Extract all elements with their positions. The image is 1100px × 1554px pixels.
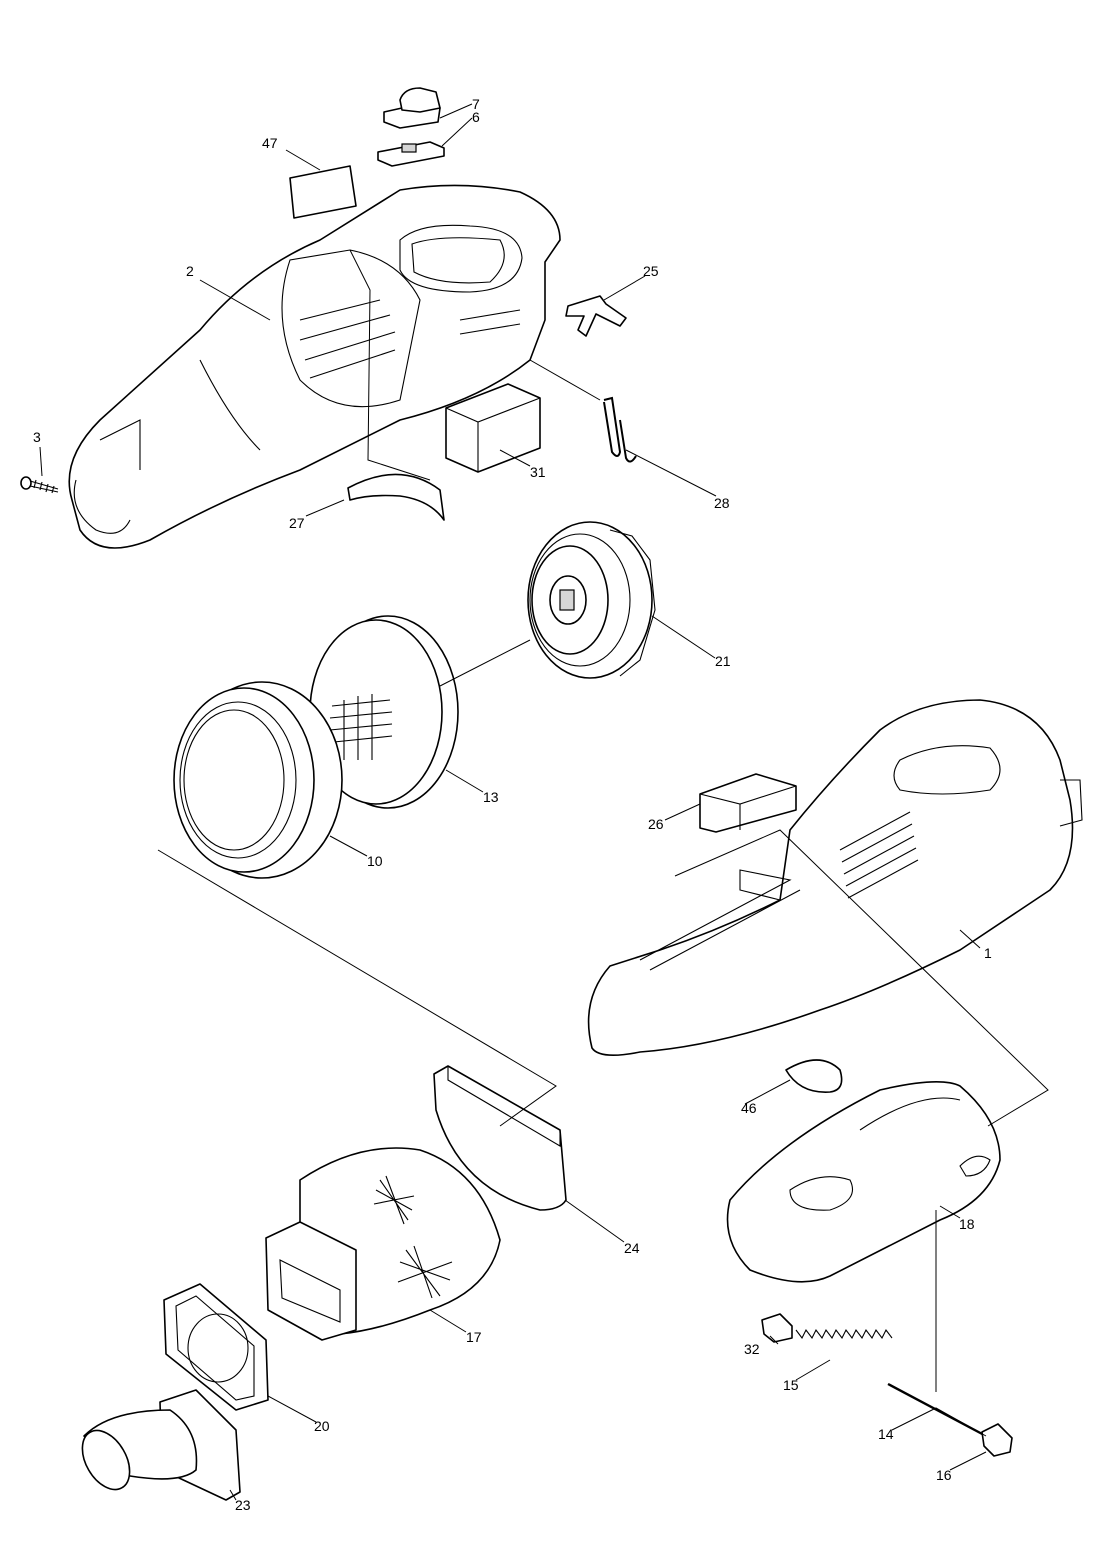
- part-26-filter: [699, 773, 797, 833]
- part-1-housing: [587, 699, 1083, 1056]
- callout-14: 14: [878, 1426, 894, 1442]
- callout-2: 2: [186, 263, 194, 279]
- callout-25: 25: [643, 263, 659, 279]
- leader-lines: [39, 103, 1049, 1501]
- callout-32: 32: [744, 1341, 760, 1357]
- callout-21: 21: [715, 653, 731, 669]
- part-27-curved-strip: [347, 473, 445, 521]
- callout-28: 28: [714, 495, 730, 511]
- part-3-screw: [20, 476, 59, 494]
- part-24-filter: [433, 1065, 567, 1211]
- callout-47: 47: [262, 135, 278, 151]
- part-25-clip: [565, 295, 627, 337]
- callout-15: 15: [783, 1377, 799, 1393]
- callout-20: 20: [314, 1418, 330, 1434]
- part-21-fan: [527, 521, 656, 679]
- part-7-switch-button: [383, 87, 441, 129]
- part-28-wire-spring: [603, 396, 637, 463]
- part-46-oval-plate: [785, 1059, 843, 1093]
- callout-46: 46: [741, 1100, 757, 1116]
- callout-17: 17: [466, 1329, 482, 1345]
- part-10-ring: [173, 681, 343, 879]
- callout-27: 27: [289, 515, 305, 531]
- callout-23: 23: [235, 1497, 251, 1513]
- callout-10: 10: [367, 853, 383, 869]
- part-6-switch: [377, 141, 445, 167]
- part-23-nozzle: [81, 1389, 241, 1501]
- part-20-frame: [163, 1283, 269, 1411]
- callout-16: 16: [936, 1467, 952, 1483]
- part-47-label: [289, 165, 357, 219]
- callout-26: 26: [648, 816, 664, 832]
- callout-13: 13: [483, 789, 499, 805]
- callout-18: 18: [959, 1216, 975, 1232]
- part-16-knob: [981, 1423, 1013, 1457]
- part-17-filter-bag: [265, 1147, 501, 1341]
- part-31-filter: [445, 383, 541, 473]
- part-32-latch: [761, 1313, 793, 1343]
- callout-7: 7: [472, 96, 480, 112]
- callout-24: 24: [624, 1240, 640, 1256]
- callout-1: 1: [984, 945, 992, 961]
- part-15-spring: [795, 1328, 893, 1340]
- callout-31: 31: [530, 464, 546, 480]
- callout-labels: 7 6 47 2 25 3 31 28 27 21 13 26 10 1 46 …: [33, 96, 992, 1513]
- part-2-housing: [68, 184, 561, 549]
- part-18-dust-case: [726, 1081, 1001, 1283]
- callout-6: 6: [472, 109, 480, 125]
- callout-3: 3: [33, 429, 41, 445]
- part-13-filter-cover: [309, 615, 459, 809]
